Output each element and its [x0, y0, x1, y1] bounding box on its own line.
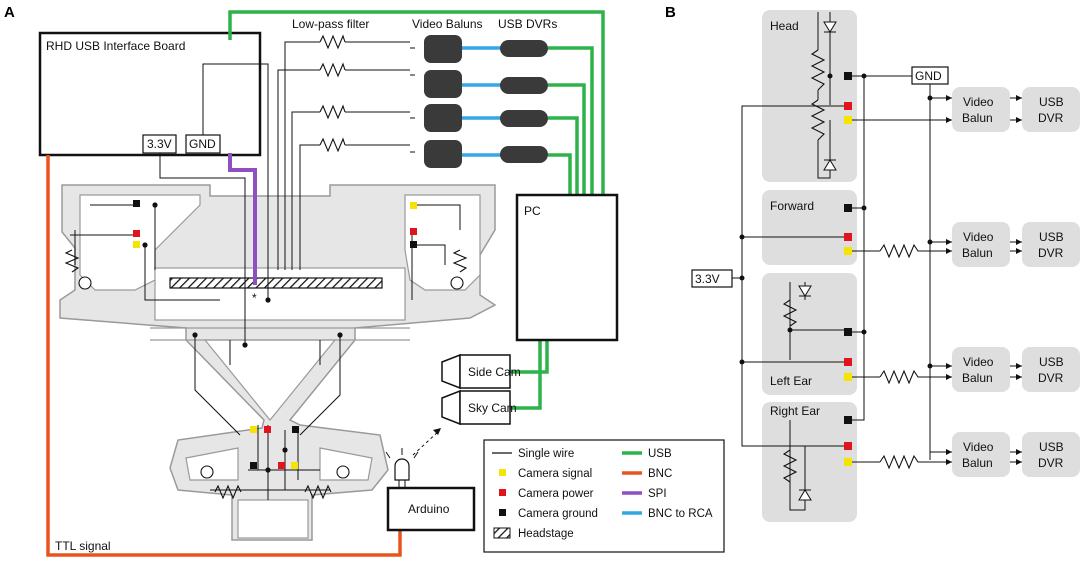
- resistors-b: [782, 49, 922, 483]
- legend-label: Headstage: [518, 528, 574, 540]
- camera-pads-b: [844, 72, 852, 466]
- balun-label: Balun: [962, 111, 993, 125]
- usb-label: USB: [1039, 95, 1064, 109]
- lowpass-resistors: [64, 34, 468, 500]
- legend-label: Camera ground: [518, 508, 598, 520]
- usb-label: USB: [1039, 230, 1064, 244]
- v33-label: 3.3V: [147, 137, 172, 151]
- pc-label: PC: [524, 204, 541, 218]
- balun-dvr-labels: VideoBalunUSBDVRVideoBalunUSBDVRVideoBal…: [962, 95, 1064, 470]
- legend-label: BNC: [648, 468, 672, 480]
- arduino-box: [386, 486, 476, 532]
- video-label: Video: [963, 440, 994, 454]
- gnd-box-b: [911, 66, 949, 85]
- balun-dvr-boxes: [952, 87, 1080, 477]
- ttl-bnc-cable: [46, 155, 402, 557]
- camera-head-label: Head: [770, 19, 799, 33]
- v33-box-b: [691, 269, 733, 288]
- usb-label: USB: [1039, 440, 1064, 454]
- spi-asterisk: *: [252, 291, 257, 305]
- legend-item: SPI: [622, 488, 667, 500]
- baluns-label: Video Baluns: [412, 17, 483, 31]
- legend-item: USB: [622, 448, 672, 460]
- pc-box: [515, 193, 619, 342]
- led-icon: [385, 448, 419, 490]
- legend-label: BNC to RCA: [648, 508, 713, 520]
- single-wires: [70, 41, 461, 500]
- balun-label: Balun: [962, 456, 993, 470]
- legend-label: USB: [648, 448, 672, 460]
- legend-label: Single wire: [518, 448, 574, 460]
- dvrs-label: USB DVRs: [498, 17, 557, 31]
- sky-cam-label: Sky Cam: [468, 401, 517, 415]
- side-cam: [441, 353, 511, 390]
- legend-box: [483, 439, 725, 553]
- lowpass-label: Low-pass filter: [292, 17, 369, 31]
- led-to-skycam: [412, 429, 441, 456]
- usb-dvrs: [500, 40, 548, 163]
- photodiodes-b: [798, 21, 837, 501]
- usb-cables: [228, 10, 605, 410]
- video-label: Video: [963, 355, 994, 369]
- sky-cam: [441, 389, 511, 426]
- balun-label: Balun: [962, 246, 993, 260]
- gnd-label: GND: [189, 137, 216, 151]
- legend-item: Camera power: [499, 488, 594, 500]
- v33-label-b: 3.3V: [695, 272, 720, 286]
- arrowheads-b: [739, 73, 1022, 465]
- rhd-board-label: RHD USB Interface Board: [46, 39, 185, 53]
- legend-label: Camera power: [518, 488, 594, 500]
- photodiodes-a: [78, 276, 464, 479]
- balun-label: Balun: [962, 371, 993, 385]
- dvr-label: DVR: [1038, 246, 1064, 260]
- camera-left-ear-label: Left Ear: [770, 374, 812, 388]
- legend-item: Camera ground: [499, 508, 598, 520]
- legend-item: Camera signal: [499, 468, 592, 480]
- camera-boxes-b: [762, 10, 857, 522]
- gnd-label-b: GND: [915, 69, 942, 83]
- camera-right-ear-label: Right Ear: [770, 404, 820, 418]
- legend-item: Single wire: [492, 448, 574, 460]
- panel-a-letter: A: [4, 4, 15, 21]
- dvr-label: DVR: [1038, 111, 1064, 125]
- video-label: Video: [963, 95, 994, 109]
- panel-b-letter: B: [665, 4, 676, 21]
- dvr-label: DVR: [1038, 456, 1064, 470]
- video-label: Video: [963, 230, 994, 244]
- camera-pads-a: [133, 200, 417, 473]
- arduino-label: Arduino: [408, 502, 450, 516]
- usb-label: USB: [1039, 355, 1064, 369]
- legend-item: Headstage: [493, 527, 574, 540]
- side-cam-label: Side Cam: [468, 365, 521, 379]
- legend-item: BNC to RCA: [622, 508, 713, 520]
- legend-label: Camera signal: [518, 468, 592, 480]
- ttl-signal-label: TTL signal: [55, 539, 111, 553]
- video-baluns: [424, 35, 502, 168]
- legend-item: BNC: [622, 468, 672, 480]
- spi-cable: [228, 153, 257, 285]
- legend-label: SPI: [648, 488, 667, 500]
- camera-forward-label: Forward: [770, 199, 814, 213]
- dvr-label: DVR: [1038, 371, 1064, 385]
- headstage: [169, 277, 383, 289]
